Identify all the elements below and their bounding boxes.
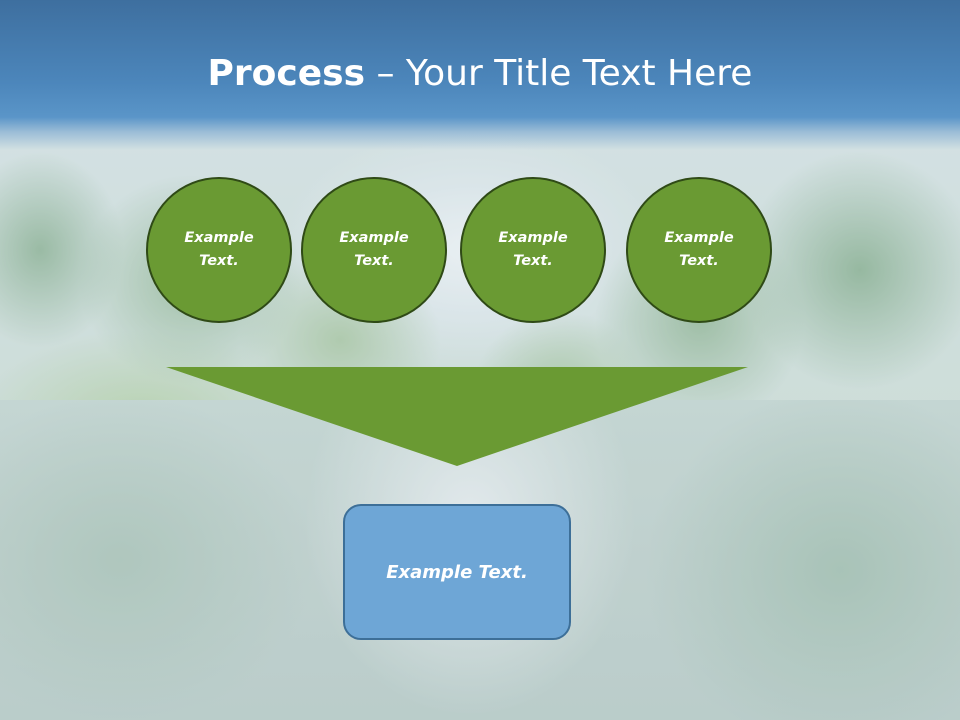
process-step-4: Example Text. [626, 177, 772, 323]
process-step-1: Example Text. [146, 177, 292, 323]
slide-title: Process – Your Title Text Here [0, 52, 960, 96]
header-band [0, 0, 960, 150]
process-step-2: Example Text. [301, 177, 447, 323]
process-step-label: Example Text. [339, 230, 409, 269]
result-box: Example Text. [343, 504, 571, 640]
process-step-label: Example Text. [664, 230, 734, 269]
process-step-label: Example Text. [184, 230, 254, 269]
result-label: Example Text. [386, 561, 528, 583]
title-bold: Process [207, 53, 366, 94]
process-step-3: Example Text. [460, 177, 606, 323]
title-rest: – Your Title Text Here [365, 53, 753, 94]
funnel-shape [166, 367, 748, 466]
process-step-label: Example Text. [498, 230, 568, 269]
funnel-arrow [166, 367, 748, 466]
